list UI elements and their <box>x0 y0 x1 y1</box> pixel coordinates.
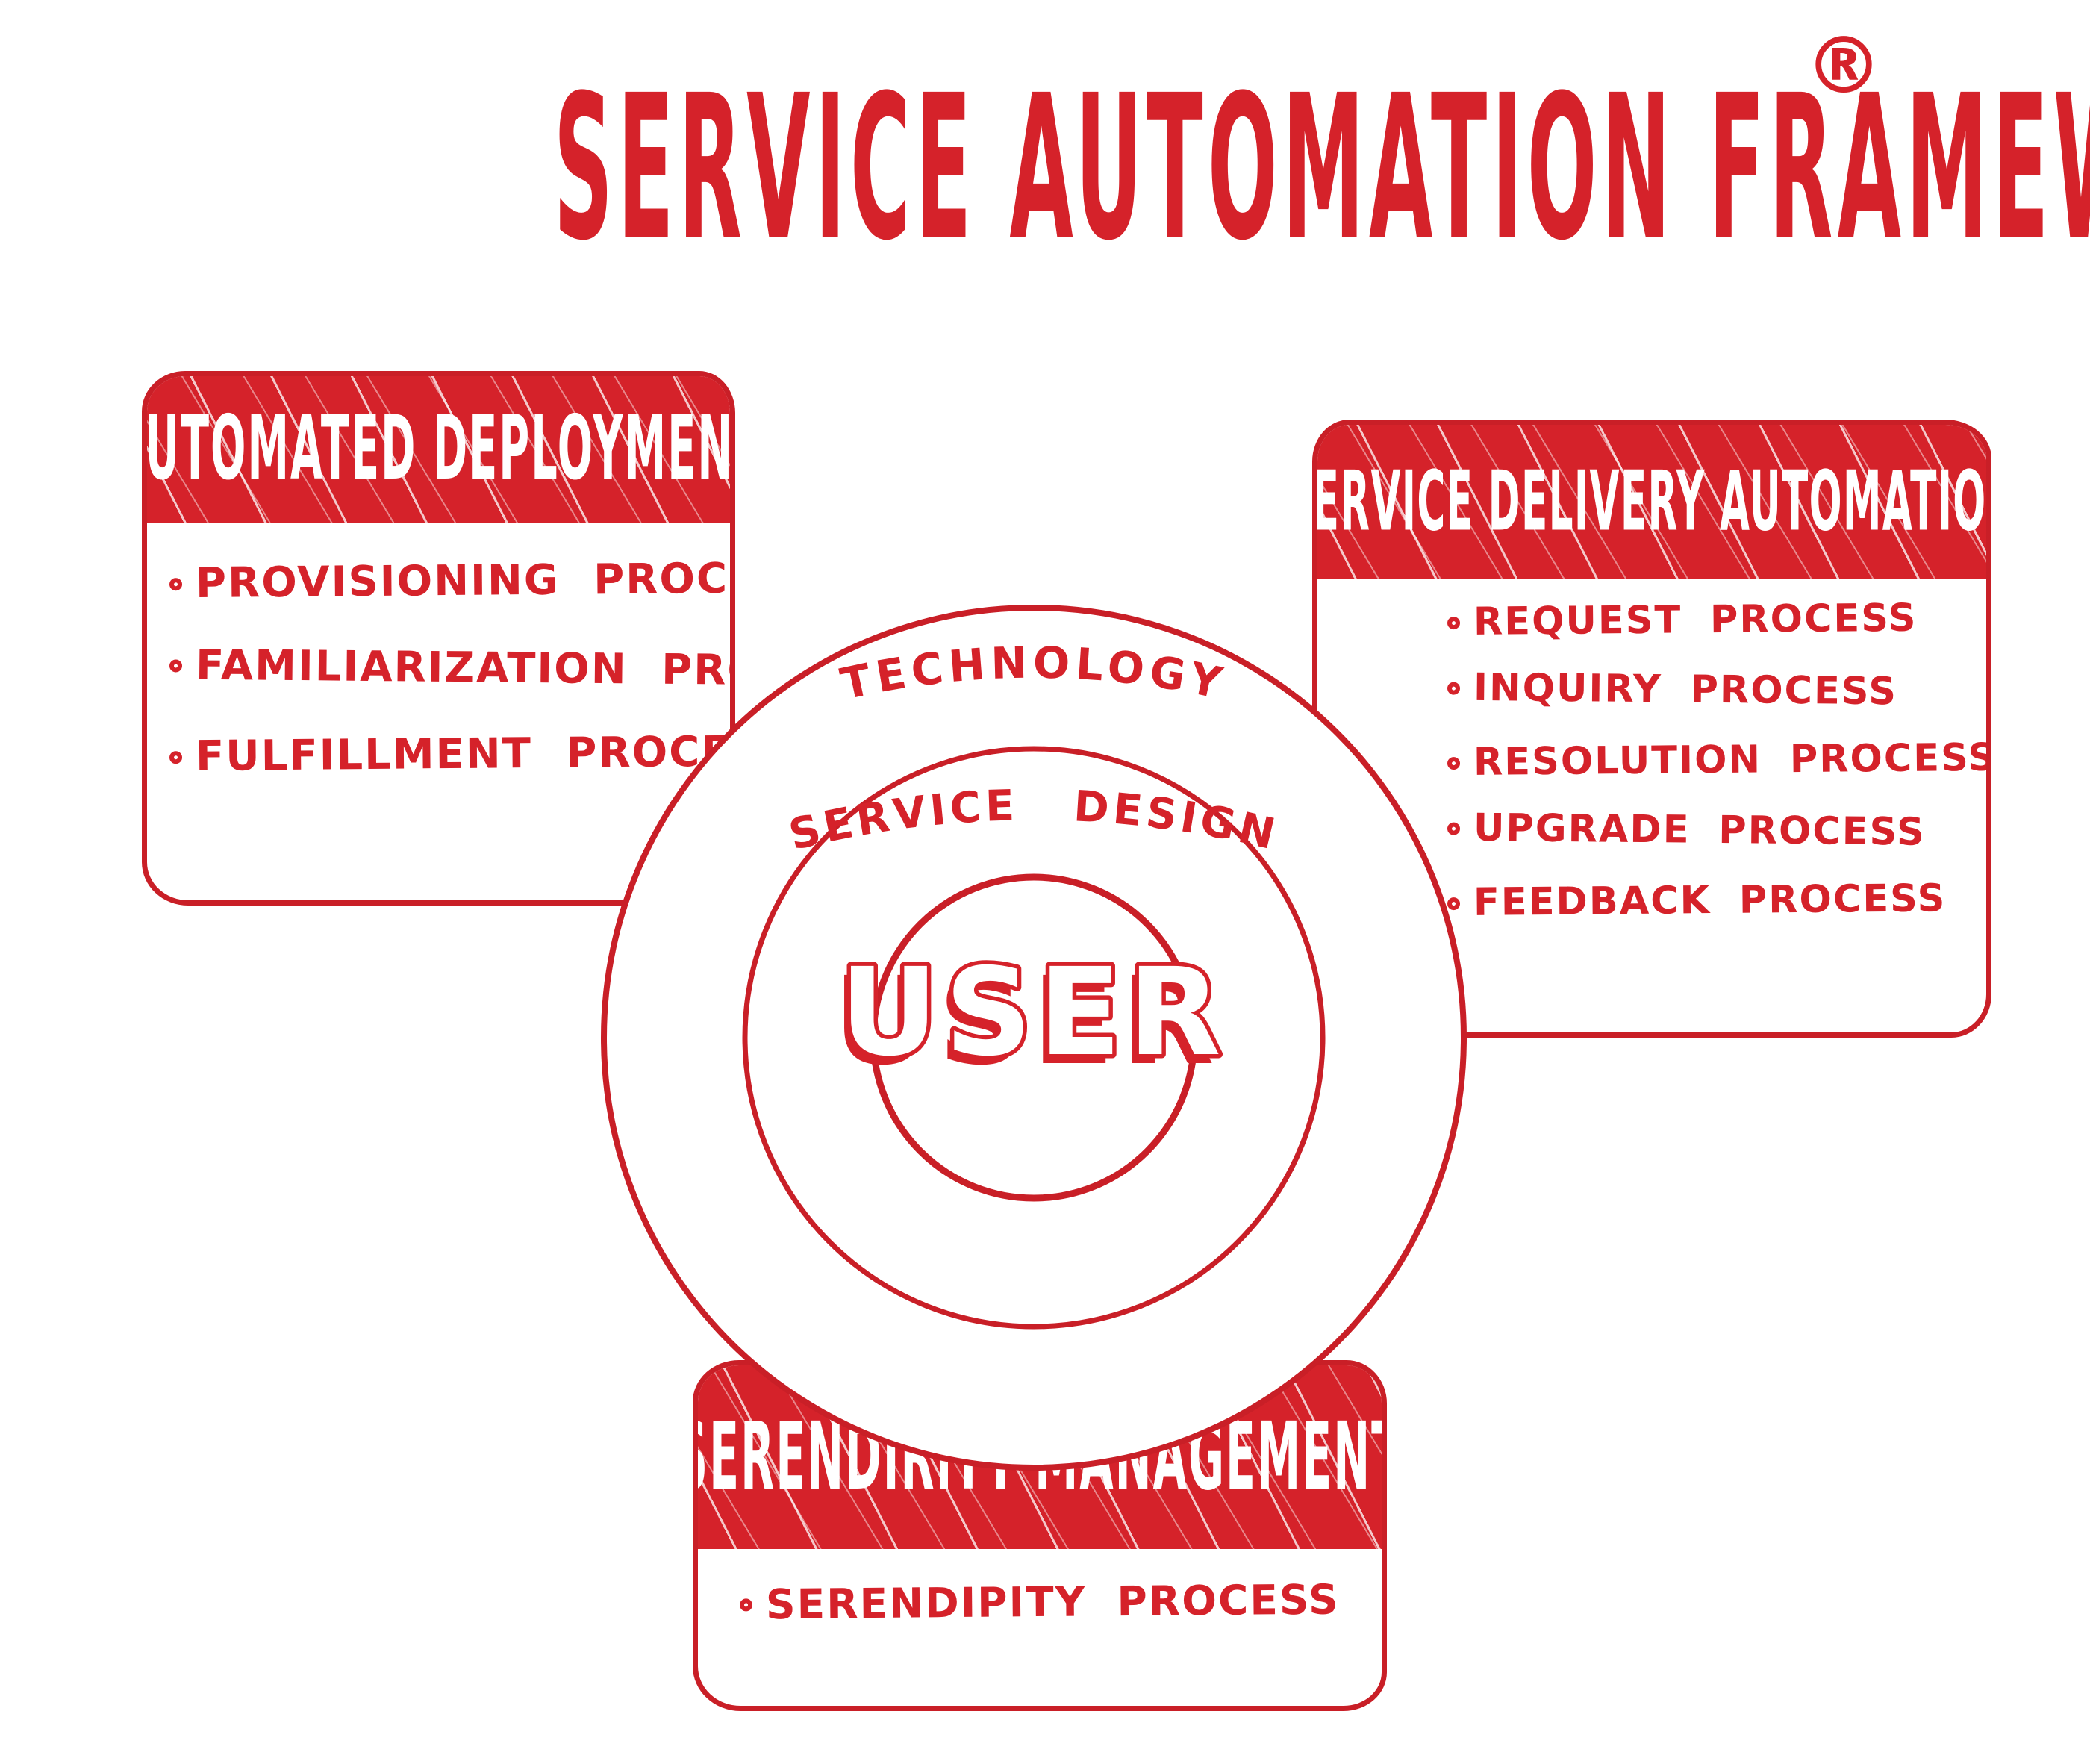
bullet-icon <box>169 577 183 590</box>
list-item-label: INQUIRY PROCESS <box>1473 665 1898 714</box>
user-circle <box>870 873 1198 1202</box>
list-item: FEEDBACK PROCESS <box>1447 875 1986 927</box>
list-item: UPGRADE PROCESS <box>1447 805 1986 858</box>
list-item: REQUEST PROCESS <box>1447 594 1986 646</box>
bullet-icon <box>169 658 183 673</box>
user-label-shadow: USER <box>833 952 1221 1092</box>
automated-deployment-box: AUTOMATED DEPLOYMENT PROVISIONING PROCES… <box>142 371 735 906</box>
bullet-icon <box>740 1598 753 1612</box>
page-title: SERVICE AUTOMATION FRAMEWORK <box>0 52 2090 284</box>
title-bar: SERVICE AUTOMATION FRAMEWORK <box>0 52 2090 284</box>
service-delivery-automation-header: SERVICE DELIVERY AUTOMATION <box>1317 425 1986 579</box>
service-delivery-automation-header-label: SERVICE DELIVERY AUTOMATION <box>1312 452 1991 549</box>
framework-circles: TECHNOLOGY SERVICE DESIGN USER USER <box>601 605 1467 1471</box>
automated-deployment-header: AUTOMATED DEPLOYMENT <box>147 376 730 523</box>
bullet-icon <box>169 750 183 764</box>
list-item: RESOLUTION PROCESS <box>1447 735 1986 787</box>
list-item: SERENDIPITY PROCESS <box>740 1573 1340 1630</box>
list-item-label: UPGRADE PROCESS <box>1473 805 1927 855</box>
registered-trademark-icon: ® <box>1805 20 1882 111</box>
list-item-label: SERENDIPITY PROCESS <box>765 1575 1341 1629</box>
service-delivery-automation-box: SERVICE DELIVERY AUTOMATION REQUEST PROC… <box>1312 420 1991 1038</box>
list-item-label: REQUEST PROCESS <box>1473 596 1918 644</box>
list-item-label: FEEDBACK PROCESS <box>1473 876 1947 925</box>
list-item: INQUIRY PROCESS <box>1447 664 1986 717</box>
automated-deployment-header-label: AUTOMATED DEPLOYMENT <box>142 397 735 501</box>
serendipity-management-list: SERENDIPITY PROCESS <box>698 1573 1382 1630</box>
page-title-text: SERVICE AUTOMATION FRAMEWORK <box>553 52 2090 284</box>
user-label: USER <box>840 943 1228 1083</box>
list-item-label: RESOLUTION PROCESS <box>1473 735 1991 785</box>
